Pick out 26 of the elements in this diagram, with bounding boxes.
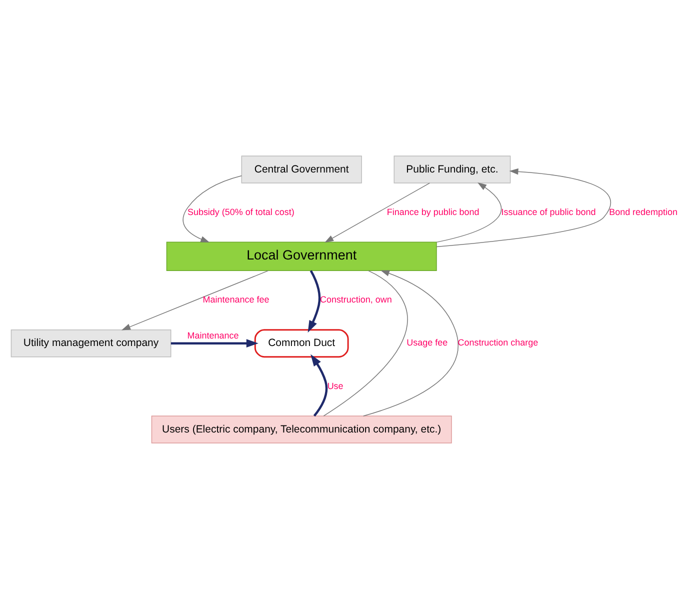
node-box: Utility management company bbox=[10, 328, 172, 357]
arrow bbox=[121, 270, 269, 330]
node-box: Local Government bbox=[166, 241, 437, 271]
arrow bbox=[308, 270, 321, 332]
arrow bbox=[362, 270, 458, 416]
edge-label: Issuance of public bond bbox=[501, 206, 596, 216]
node-box: Common Duct bbox=[254, 328, 349, 358]
edge-label: Maintenance fee bbox=[202, 294, 270, 304]
arrow bbox=[436, 168, 612, 247]
node-box: Public Funding, etc. bbox=[394, 155, 511, 183]
node-box: Central Government bbox=[241, 155, 362, 183]
edge-label: Construction, own bbox=[320, 294, 392, 304]
arrow bbox=[324, 182, 430, 242]
arrow bbox=[182, 174, 242, 242]
connector bbox=[323, 270, 408, 416]
edge-label: Bond redemption bbox=[609, 206, 678, 216]
edge-label: Construction charge bbox=[458, 337, 538, 348]
arrow bbox=[170, 338, 258, 348]
edge-label: Usage fee bbox=[406, 337, 448, 348]
node-box: Users (Electric company, Telecommunication company, etc.) bbox=[151, 415, 452, 443]
edge-label: Maintenance bbox=[187, 330, 239, 340]
edge-label: Use bbox=[327, 380, 344, 390]
arrow bbox=[310, 354, 328, 416]
edge-label: Subsidy (50% of total cost) bbox=[187, 206, 294, 216]
arrow bbox=[436, 182, 502, 242]
edge-label: Finance by public bond bbox=[386, 206, 480, 216]
